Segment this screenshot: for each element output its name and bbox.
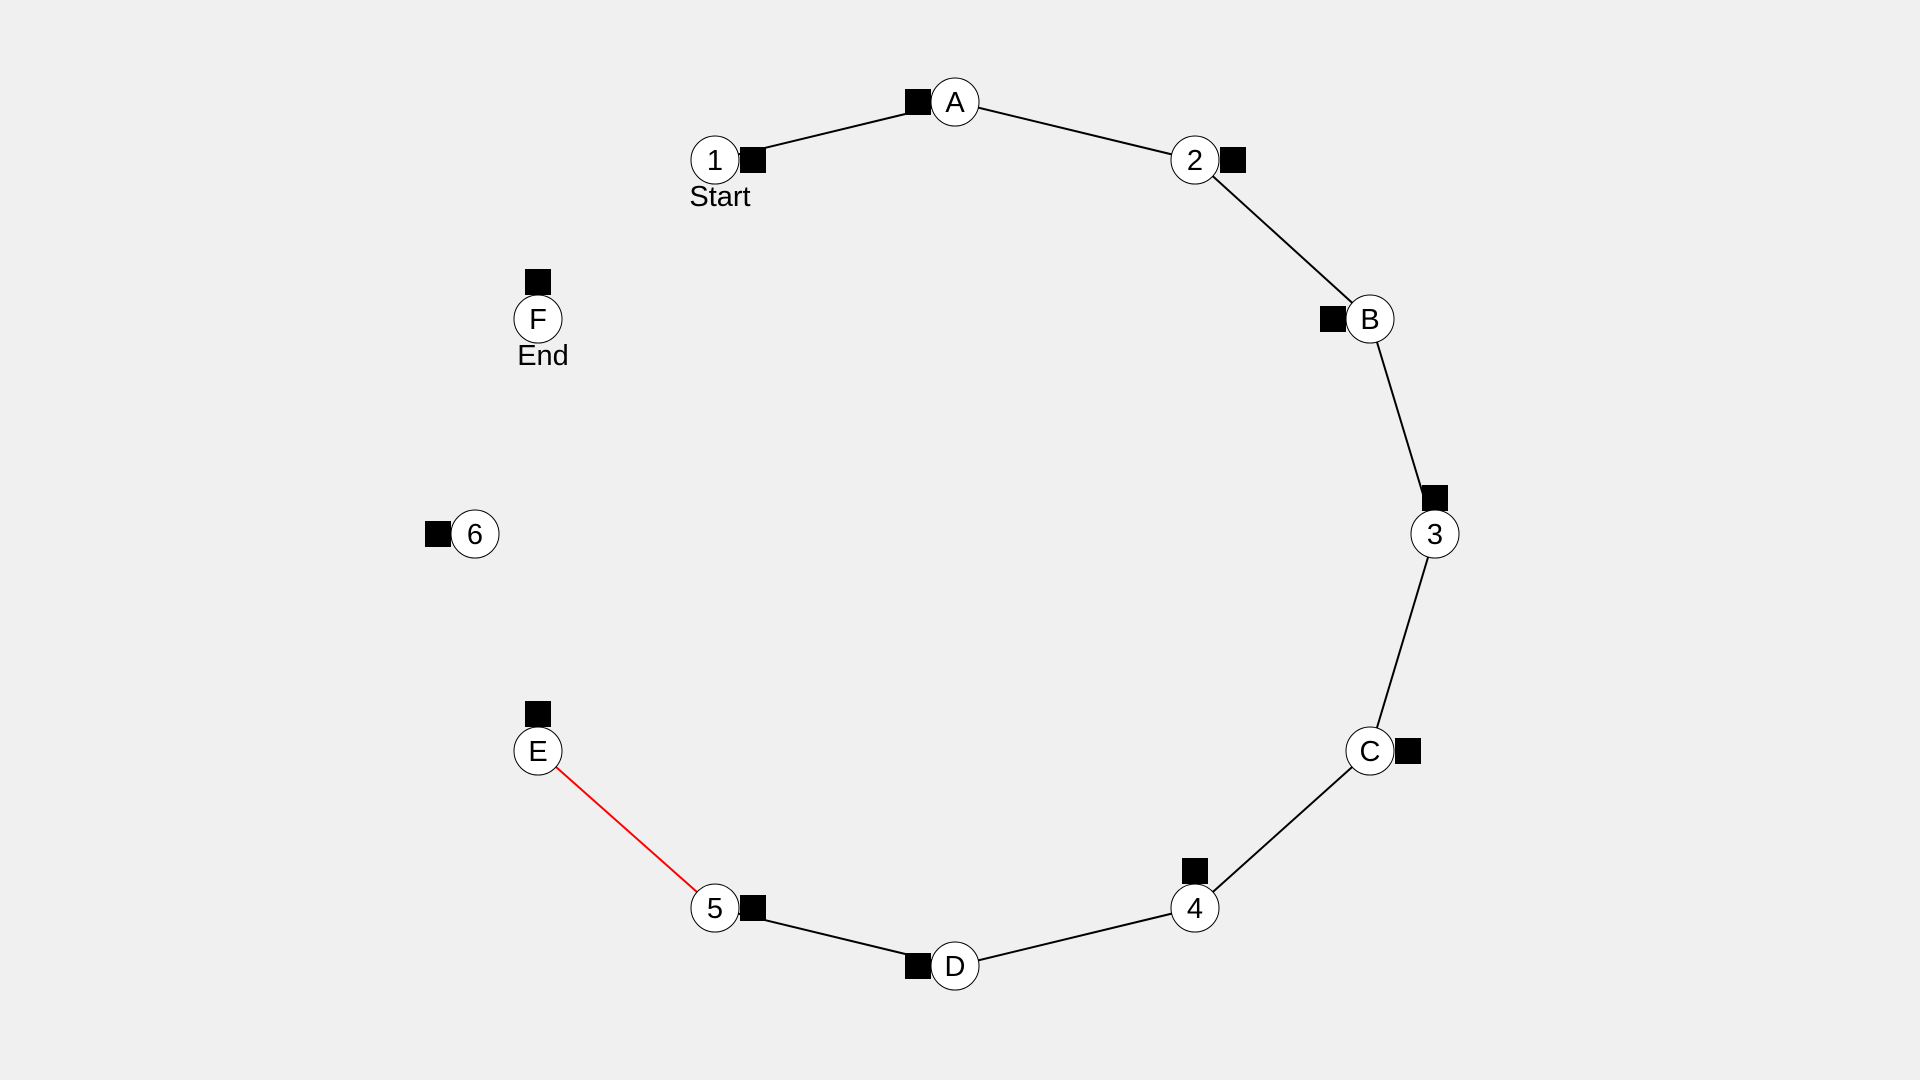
node-A[interactable]: A [930,77,980,127]
node-2[interactable]: 2 [1170,135,1220,185]
node-circle[interactable] [513,726,563,776]
node-label: F [529,304,547,336]
node-circle[interactable] [1345,294,1395,344]
marker-C [1395,738,1421,764]
node-label: 2 [1187,145,1203,177]
node-label: C [1360,736,1381,768]
node-label: 4 [1187,893,1203,925]
node-circle[interactable] [513,294,563,344]
node-caption-start: Start [689,181,750,213]
markers-layer [425,89,1448,979]
edge-2-B [1194,159,1371,320]
node-circle[interactable] [1410,509,1460,559]
edge-4-D [954,907,1196,967]
node-label: A [945,87,965,119]
marker-A [905,89,931,115]
node-label: B [1360,304,1379,336]
node-circle[interactable] [1170,883,1220,933]
node-circle[interactable] [690,135,740,185]
marker-4 [1182,858,1208,884]
node-6[interactable]: 6 [450,509,500,559]
node-4[interactable]: 4 [1170,883,1220,933]
marker-5 [740,895,766,921]
node-F[interactable]: F [513,294,563,344]
node-circle[interactable] [1170,135,1220,185]
marker-2 [1220,147,1246,173]
node-1[interactable]: 1 [690,135,740,185]
node-label: 5 [707,893,723,925]
current-edge-5-E [537,750,716,909]
node-circle[interactable] [930,941,980,991]
node-5[interactable]: 5 [690,883,740,933]
node-label: 1 [707,145,723,177]
node-label: D [945,951,966,983]
node-label: 6 [467,519,483,551]
edge-A-2 [954,101,1196,161]
edge-3-C [1369,533,1436,752]
node-E[interactable]: E [513,726,563,776]
node-circle[interactable] [690,883,740,933]
node-circle[interactable] [930,77,980,127]
node-caption-end: End [517,340,569,372]
node-B[interactable]: B [1345,294,1395,344]
marker-E [525,701,551,727]
node-C[interactable]: C [1345,726,1395,776]
edges-layer [537,101,1436,967]
marker-D [905,953,931,979]
marker-3 [1422,485,1448,511]
marker-F [525,269,551,295]
node-D[interactable]: D [930,941,980,991]
marker-1 [740,147,766,173]
node-circle[interactable] [450,509,500,559]
node-label: E [528,736,547,768]
node-circle[interactable] [1345,726,1395,776]
node-label: 3 [1427,519,1443,551]
edge-C-4 [1194,750,1371,909]
marker-6 [425,521,451,547]
marker-B [1320,306,1346,332]
node-3[interactable]: 3 [1410,509,1460,559]
